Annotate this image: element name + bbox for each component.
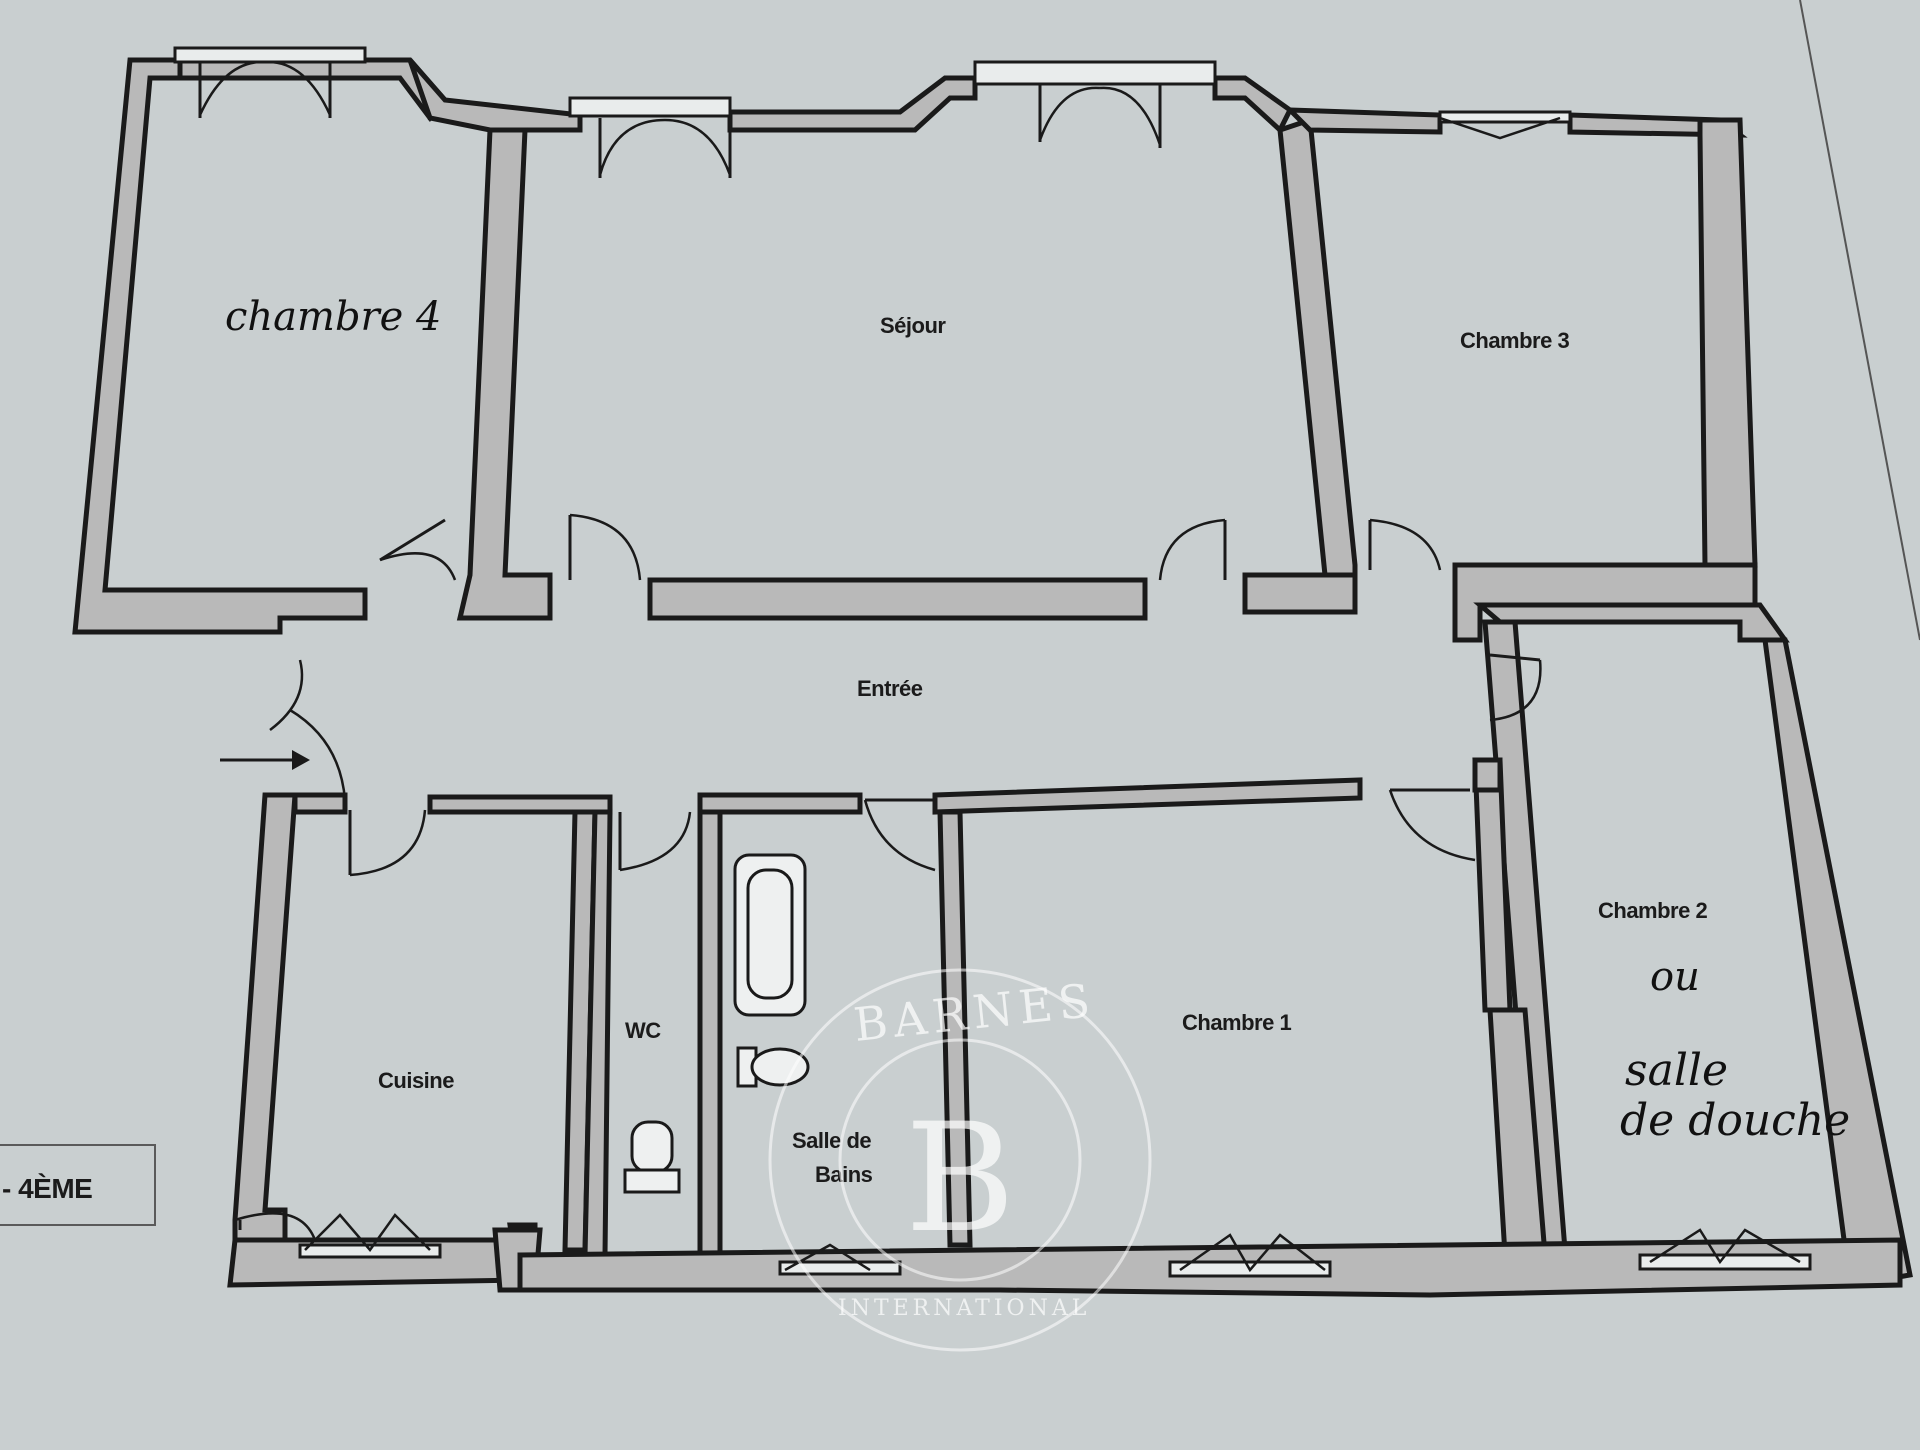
fixtures	[623, 853, 810, 1194]
door-c1-arc	[1388, 789, 1476, 862]
wall-entree-bottom-left	[292, 792, 348, 815]
wall-chambre4-top	[177, 57, 449, 123]
swing-sejour-d	[1099, 86, 1162, 146]
wall-cuisine-left	[232, 792, 298, 1243]
french-windows	[198, 60, 1801, 1273]
floor-label: - 4ÈME	[2, 1173, 92, 1204]
wall-sejour-bottom	[647, 577, 1148, 621]
label-entree: Entrée	[857, 676, 923, 701]
wall-chambre2-top	[1473, 602, 1790, 643]
watermark-ring-outer	[768, 968, 1152, 1352]
wall-sdb-right	[937, 809, 973, 1248]
toilet-icon	[630, 1120, 674, 1174]
watermark: BARNES B INTERNATIONAL	[768, 968, 1152, 1352]
wall-entree-right-lower	[1472, 757, 1503, 793]
watermark-ring-inner	[838, 1038, 1082, 1282]
label-sdb-1: Salle de	[792, 1128, 871, 1153]
swing-sejour-c	[1038, 86, 1101, 141]
door-entrance-arc2	[269, 659, 304, 731]
label-chambre1: Chambre 1	[1182, 1010, 1291, 1035]
door-c2-leaf	[1489, 653, 1541, 662]
label-sdb-2: Bains	[815, 1162, 873, 1187]
watermark-monogram: B	[905, 1092, 1015, 1266]
window-chambre4	[173, 46, 367, 64]
walls	[72, 57, 1913, 1298]
door-c4-arc	[379, 552, 457, 581]
wall-chambre3-top	[1283, 107, 1443, 135]
window-sdb	[778, 1260, 902, 1276]
swing-c4-a	[198, 60, 266, 116]
floor-indicator: - 4ÈME	[0, 1144, 156, 1226]
labels: chambre 4 Séjour Chambre 3 Entrée Chambr…	[225, 294, 1850, 1187]
wall-sejour-bottom-right	[1242, 572, 1358, 615]
window-chambre3	[1438, 110, 1572, 124]
wall-chambre2-right	[1740, 637, 1913, 1288]
sink-icon	[750, 1047, 810, 1087]
wall-sejour-top	[727, 75, 978, 133]
door-c3-arc	[1369, 518, 1442, 571]
wall-divider-c4-sejour	[456, 127, 553, 621]
floor-box	[0, 1144, 156, 1226]
paper-edge	[1799, 0, 1920, 641]
door-sdb-arc	[863, 799, 936, 872]
wall-top-mid	[407, 58, 583, 133]
label-chambre3: Chambre 3	[1460, 328, 1569, 353]
swing-cuisine-win	[304, 1213, 431, 1253]
windows	[173, 46, 1812, 1278]
label-chambre2-note-douche: de douche	[1620, 1095, 1850, 1146]
door-entrance-arc	[289, 708, 347, 801]
door-c2-arc	[1489, 659, 1542, 722]
bathtub-inner	[746, 868, 794, 1000]
label-chambre2-note-ou: ou	[1650, 954, 1700, 1000]
swing-c4-b	[264, 60, 332, 116]
door-cuisine-arc	[349, 809, 427, 877]
swing-sejour-b	[664, 118, 732, 176]
label-chambre2-note-salle: salle	[1625, 1045, 1728, 1096]
label-chambre2: Chambre 2	[1598, 898, 1707, 923]
wall-entree-bottom-sdb	[697, 792, 863, 815]
wall-divider-sejour-c3	[1242, 116, 1358, 615]
swing-sejour-a	[598, 118, 666, 176]
wall-sejour-top-right	[1212, 75, 1294, 135]
door-sejour2-arc	[1158, 518, 1226, 581]
window-sejour-left	[568, 96, 732, 118]
door-wc-arc	[619, 811, 692, 872]
swing-c2-win	[1649, 1228, 1801, 1265]
label-sejour: Séjour	[880, 313, 946, 338]
swing-c3	[1439, 116, 1561, 140]
door-sejour1-arc	[569, 513, 642, 581]
swing-c1-win	[1179, 1233, 1326, 1273]
wall-wc-right	[697, 809, 723, 1263]
doors	[220, 513, 1542, 1241]
label-chambre4: chambre 4	[225, 294, 442, 340]
wall-entree-bottom-c1	[932, 777, 1363, 815]
toilet-tank	[623, 1168, 681, 1194]
wall-chambre4-left	[72, 57, 368, 635]
window-sejour-center	[973, 60, 1217, 86]
door-c4-leaf	[379, 518, 446, 562]
entrance-arrow-icon	[292, 750, 310, 770]
door-cuisine-back-arc	[234, 1212, 317, 1241]
watermark-sub: INTERNATIONAL	[838, 1296, 1090, 1321]
label-cuisine: Cuisine	[378, 1068, 454, 1093]
label-wc: WC	[625, 1018, 661, 1043]
wall-right-outer	[1697, 117, 1758, 568]
